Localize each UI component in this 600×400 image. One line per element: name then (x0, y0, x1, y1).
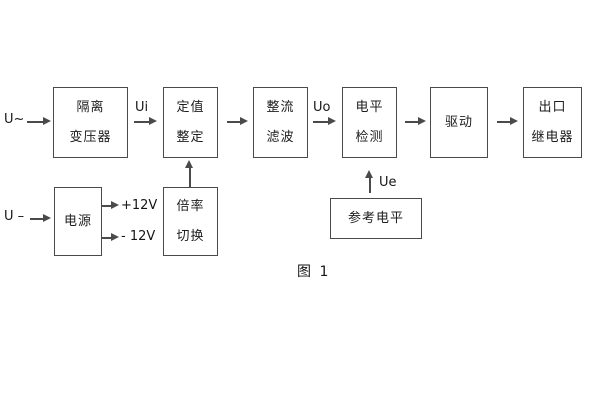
arrow-ac-to-isolation (27, 118, 51, 125)
signal-ui-label: Ui (135, 100, 149, 115)
block-output-relay-line2: 继电器 (531, 129, 574, 145)
arrow-power-plus12v (102, 202, 119, 209)
input-ac-label: U~ (4, 112, 25, 127)
block-output-relay: 出口 继电器 (523, 87, 582, 158)
block-rectifier-filter-line2: 滤波 (266, 129, 295, 145)
block-setpoint-adjust-line1: 定值 (176, 99, 205, 115)
input-dc-label: U – (4, 209, 25, 224)
figure-caption: 图 1 (297, 264, 331, 280)
block-setpoint-adjust: 定值 整定 (163, 87, 218, 158)
block-setpoint-adjust-line2: 整定 (176, 129, 205, 145)
block-reference-level: 参考电平 (330, 198, 422, 239)
block-isolation-transformer: 隔离 变压器 (53, 87, 128, 158)
signal-minus12v-label: - 12V (121, 229, 156, 244)
block-isolation-transformer-line2: 变压器 (69, 129, 112, 145)
arrow-ratio-to-setpoint (186, 160, 193, 187)
block-level-detect: 电平 检测 (342, 87, 397, 158)
arrow-driver-to-relay (497, 118, 518, 125)
block-rectifier-filter-line1: 整流 (266, 99, 295, 115)
block-driver: 驱动 (430, 87, 488, 158)
arrow-setpoint-to-rectifier (227, 118, 248, 125)
block-ratio-switch-line1: 倍率 (176, 198, 205, 214)
signal-ue-label: Ue (379, 175, 397, 190)
block-rectifier-filter: 整流 滤波 (253, 87, 308, 158)
signal-plus12v-label: +12V (121, 198, 158, 213)
arrow-reference-to-level (366, 170, 373, 193)
block-output-relay-line1: 出口 (538, 99, 567, 115)
block-level-detect-line2: 检测 (355, 129, 384, 145)
arrow-isolation-to-setpoint (134, 118, 157, 125)
arrow-power-minus12v (102, 234, 119, 241)
block-level-detect-line1: 电平 (355, 99, 384, 115)
block-reference-level-label: 参考电平 (347, 210, 404, 226)
block-power-supply: 电源 (54, 187, 102, 256)
arrow-dc-to-power (30, 215, 51, 222)
block-power-supply-label: 电源 (63, 213, 92, 229)
block-driver-label: 驱动 (444, 114, 473, 130)
block-ratio-switch-line2: 切换 (176, 228, 205, 244)
signal-uo-label: Uo (313, 100, 331, 115)
block-ratio-switch: 倍率 切换 (163, 187, 218, 256)
block-isolation-transformer-line1: 隔离 (76, 99, 105, 115)
arrow-rectifier-to-level (313, 118, 336, 125)
arrow-level-to-driver (405, 118, 426, 125)
